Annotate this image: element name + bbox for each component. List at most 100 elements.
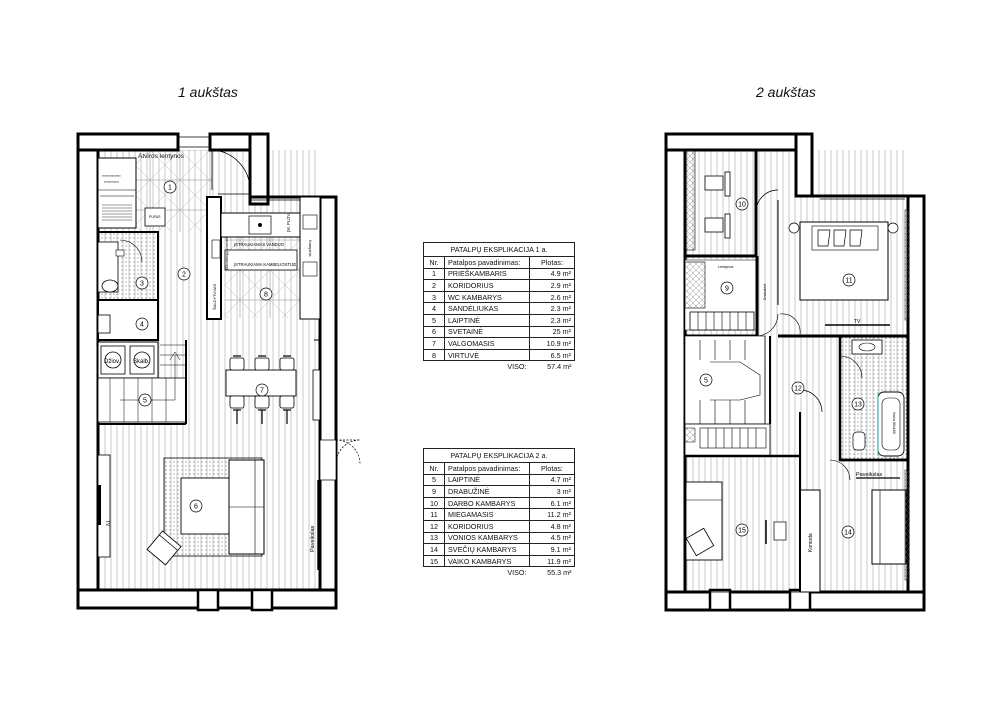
room-number: 3: [140, 281, 144, 288]
room-number: 5: [704, 378, 708, 385]
row-name: SVETAINĖ: [444, 325, 530, 339]
washer-label: Džiov.: [104, 359, 121, 365]
col-header: Plotas:: [529, 462, 575, 475]
row-area: 9.1 m²: [529, 543, 575, 556]
row-name: SANDĖLIUKAS: [444, 302, 530, 315]
row-nr: 5: [423, 313, 445, 327]
col-header: Plotas:: [529, 256, 575, 269]
row-nr: 6: [423, 325, 445, 339]
row-nr: 11: [423, 508, 445, 521]
wall-left-1: [76, 132, 100, 610]
room-number: 4: [140, 322, 144, 329]
room-number: 12: [794, 386, 802, 393]
col-header: Nr.: [423, 462, 445, 475]
open-shelves-label: Atviros lentynos: [138, 153, 185, 160]
row-area: 2.3 m²: [529, 313, 575, 327]
row-nr: 13: [423, 531, 445, 545]
tv-label-1: TV: [104, 520, 110, 527]
row-nr: 8: [423, 348, 445, 362]
row-nr: 4: [423, 302, 445, 315]
col-header: Patalpos pavadinimas:: [444, 462, 530, 475]
shelves-label-2: Lentynos: [718, 265, 734, 269]
room-number: 2: [182, 272, 186, 279]
row-area: 2.9 m²: [529, 279, 575, 292]
row-name: VALGOMASIS: [444, 337, 530, 350]
wall-right-1: [318, 195, 338, 610]
row-area: 25 m²: [529, 325, 575, 339]
room-number: 6: [194, 504, 198, 511]
area-table-floor-2: PATALPŲ EKSPLIKACIJA 2 a. Nr. Patalpos p…: [423, 448, 575, 578]
row-nr: 10: [423, 496, 445, 510]
total-label: VISO:: [507, 362, 527, 372]
row-nr: 3: [423, 290, 445, 304]
row-name: DRABUŽINĖ: [444, 485, 530, 498]
row-area: 6.1 m²: [529, 496, 575, 510]
row-name: LAIPTINĖ: [444, 473, 530, 487]
coffee-table: [180, 477, 230, 535]
row-nr: 1: [423, 267, 445, 281]
row-nr: 2: [423, 279, 445, 292]
kitchen-island-label: ĮSTRAUKIAMAS VANDUO: [234, 242, 285, 247]
row-nr: 7: [423, 337, 445, 350]
row-nr: 9: [423, 485, 445, 498]
room-number: 7: [260, 388, 264, 395]
row-area: 11.2 m²: [529, 508, 575, 521]
row-area: 4.5 m²: [529, 531, 575, 545]
total-value: 57.4 m²: [547, 362, 572, 372]
row-area: 6.5 m²: [529, 348, 575, 362]
painting-label-1: Paveikslas: [310, 525, 316, 552]
row-area: 4.9 m²: [529, 267, 575, 281]
wardrobe: [97, 157, 137, 229]
fridge-label: ŠALDYTUVAS: [212, 284, 217, 310]
room-number: 13: [854, 402, 862, 409]
side-note-label: Kampinis: [308, 240, 313, 256]
wall-top-right-1: [208, 132, 252, 152]
row-name: VIRTUVĖ: [444, 348, 530, 362]
room-number: 10: [738, 202, 746, 209]
svg-text:▪▪▪▪▪▪▪▪▪▪▪▪▪▪▪: ▪▪▪▪▪▪▪▪▪▪▪▪▪▪▪: [102, 174, 121, 178]
area-table-caption: PATALPŲ EKSPLIKACIJA 1 a.: [423, 242, 575, 256]
svg-text:PUFAS: PUFAS: [149, 215, 161, 219]
dishwasher-label: ĮM. PLOV.: [286, 213, 291, 232]
wall-top-left-1: [76, 132, 180, 152]
room-number: 15: [738, 528, 746, 535]
room-number: 11: [845, 278, 852, 285]
room-number: 9: [725, 286, 729, 293]
row-name: VONIOS KAMBARYS: [444, 531, 530, 545]
microwave-label: Mikrobangų krosnelė: [225, 237, 229, 270]
svg-text:▪▪▪▪▪▪▪▪▪▪▪▪: ▪▪▪▪▪▪▪▪▪▪▪▪: [104, 180, 119, 184]
row-area: 2.6 m²: [529, 290, 575, 304]
total-label: VISO:: [507, 568, 527, 578]
area-table-caption: PATALPŲ EKSPLIKACIJA 2 a.: [423, 448, 575, 462]
col-header: Nr.: [423, 256, 445, 269]
floor-1-plan: Atviros lentynos ▪▪▪▪▪▪▪▪▪▪▪▪▪▪▪ ▪▪▪▪▪▪▪…: [76, 132, 361, 612]
wall-right-bump-1: [248, 132, 270, 206]
area-table-floor-1: PATALPŲ EKSPLIKACIJA 1 a. Nr. Patalpos p…: [423, 242, 575, 372]
row-area: 3 m²: [529, 485, 575, 498]
row-area: 2.3 m²: [529, 302, 575, 315]
row-nr: 15: [423, 554, 445, 568]
row-name: VAIKO KAMBARYS: [444, 554, 530, 568]
row-name: DARBO KAMBARYS: [444, 496, 530, 510]
row-name: KORIDORIUS: [444, 279, 530, 292]
total-value: 55.3 m²: [547, 568, 572, 578]
floor-1-title: 1 aukštas: [178, 84, 238, 100]
dryer-label: Skalb.: [133, 359, 150, 365]
row-name: WC KAMBARYS: [444, 290, 530, 304]
floor-2-title: 2 aukštas: [756, 84, 816, 100]
row-area: 4.8 m²: [529, 519, 575, 533]
guest-sofa: [871, 489, 907, 565]
